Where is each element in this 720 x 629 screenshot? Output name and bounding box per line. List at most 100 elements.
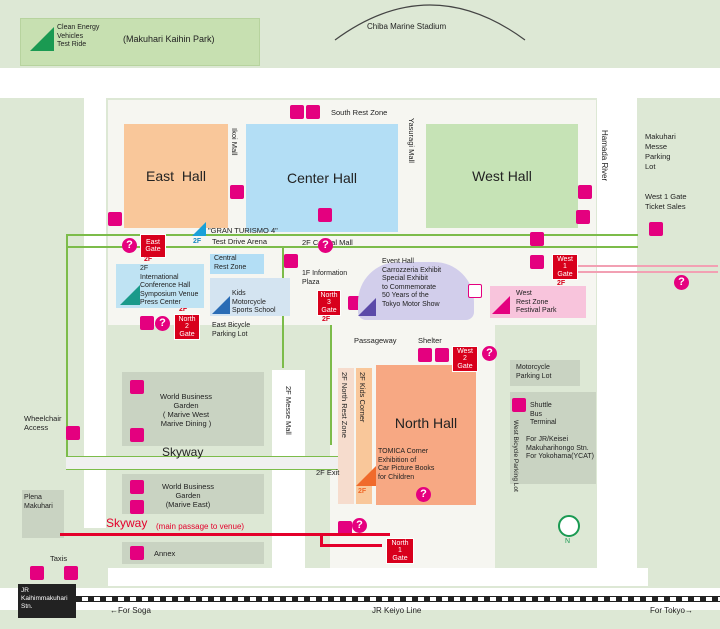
- info-icon[interactable]: ?: [122, 238, 137, 253]
- north3-gate[interactable]: North 3 Gate: [317, 290, 341, 316]
- wheelchair-label: Wheelchair Access: [24, 414, 62, 432]
- bottom-road: [108, 568, 648, 586]
- annex-label: Annex: [154, 549, 176, 558]
- restroom-icon[interactable]: [576, 210, 590, 224]
- taxis-label: Taxis: [50, 554, 68, 563]
- restroom-icon[interactable]: [649, 222, 663, 236]
- shop-icon[interactable]: [130, 500, 144, 514]
- central-mall-line: [66, 246, 638, 248]
- restroom-icon[interactable]: [140, 316, 154, 330]
- shelter-label: Shelter: [418, 336, 442, 345]
- center-hall-label: Center Hall: [286, 170, 358, 186]
- south-rest-label: South Rest Zone: [331, 108, 388, 117]
- moto-parking-area: [510, 360, 580, 386]
- north2-gate[interactable]: North 2 Gate: [174, 314, 200, 340]
- restroom-icon[interactable]: [64, 566, 78, 580]
- cafe-icon[interactable]: [306, 105, 320, 119]
- west1-gate[interactable]: West 1 Gate: [552, 254, 578, 280]
- clean-energy-icon: [30, 27, 54, 51]
- test-drive-label: Test Drive Arena: [212, 237, 268, 246]
- north-hall-label: North Hall: [394, 415, 458, 431]
- messe-parking-label: Makuhari Messe Parking Lot: [645, 132, 676, 171]
- stadium-arc: [334, 4, 526, 41]
- info-icon[interactable]: ?: [416, 487, 431, 502]
- plena-label: Plena Makuhari: [24, 494, 53, 510]
- kids-moto-label: Kids Motorcycle Sports School: [232, 290, 276, 314]
- kids-corner-label: 2F Kids Corner: [358, 372, 367, 423]
- skyway-label: Skyway: [162, 445, 204, 459]
- main-route: [320, 544, 382, 547]
- intl-conf-label: 2F International Conference Hall Symposi…: [140, 265, 199, 306]
- info-icon[interactable]: ?: [155, 316, 170, 331]
- north-rest-label: 2F North Rest Zone: [340, 372, 349, 438]
- west2-gate[interactable]: West 2 Gate: [452, 346, 478, 372]
- restroom-icon[interactable]: [318, 208, 332, 222]
- restroom-icon[interactable]: [284, 254, 298, 268]
- floor-2f: 2F: [144, 256, 153, 263]
- right-road: [597, 68, 637, 568]
- stadium-label: Chiba Marine Stadium: [367, 22, 447, 31]
- floor-2f: 2F: [179, 306, 188, 313]
- restaurant-icon[interactable]: [130, 480, 144, 494]
- central-rest-label: Central Rest Zone: [214, 255, 247, 271]
- info-icon[interactable]: ?: [674, 275, 689, 290]
- west-link-line: [578, 265, 718, 267]
- cafe-icon[interactable]: [468, 284, 482, 298]
- jr-station[interactable]: [18, 584, 76, 618]
- restroom-icon[interactable]: [578, 185, 592, 199]
- bus-icon[interactable]: [512, 398, 526, 412]
- restaurant-icon[interactable]: [130, 380, 144, 394]
- ikoi-mall-label: Ikoi Mall: [230, 128, 239, 156]
- info-icon[interactable]: ?: [352, 518, 367, 533]
- west-rest-label: West Rest Zone Festival Park: [516, 290, 557, 314]
- east-gate[interactable]: East Gate: [140, 234, 166, 258]
- taxi-icon[interactable]: [30, 566, 44, 580]
- info-icon[interactable]: ?: [318, 238, 333, 253]
- wbg-west-area: [122, 372, 264, 446]
- plena-area: [22, 490, 64, 538]
- event-hall-area[interactable]: [358, 262, 474, 320]
- north1-gate[interactable]: North 1 Gate: [386, 538, 414, 564]
- floor-2f: 2F: [358, 488, 367, 495]
- kaihin-park-label: (Makuhari Kaihin Park): [123, 34, 215, 44]
- left-road: [84, 68, 106, 528]
- restroom-icon[interactable]: [435, 348, 449, 362]
- gran-turismo-label: "GRAN TURISMO 4": [208, 226, 278, 235]
- compass: [558, 515, 580, 537]
- restroom-icon[interactable]: [530, 232, 544, 246]
- left-link-line: [66, 234, 68, 464]
- annex-area: [122, 542, 264, 564]
- restroom-icon[interactable]: [108, 212, 122, 226]
- floor-2f: 2F: [322, 316, 331, 323]
- west-hall-label: West Hall: [472, 168, 532, 184]
- restroom-icon[interactable]: [530, 255, 544, 269]
- wbg-west-label: World Business Garden ( Marive West Mari…: [160, 392, 212, 428]
- railway: [76, 596, 720, 602]
- wbg-east-area: [122, 474, 264, 514]
- wheelchair-icon[interactable]: [66, 426, 80, 440]
- central-rest-area: [210, 254, 264, 274]
- floor-2f: 2F: [557, 280, 566, 287]
- exit-2f-label: 2F Exit: [316, 468, 340, 477]
- west-hall[interactable]: West Hall: [426, 124, 578, 228]
- north-hall[interactable]: North Hall: [376, 365, 476, 505]
- east-hall[interactable]: East Hall: [124, 124, 228, 228]
- flag-icon: [212, 296, 230, 314]
- for-tokyo-label: For Tokyo→: [650, 606, 693, 615]
- flag-icon: [358, 298, 376, 316]
- flag-icon: [192, 222, 206, 236]
- restroom-icon[interactable]: [230, 185, 244, 199]
- west-link-line: [578, 271, 718, 273]
- info-icon[interactable]: ?: [482, 346, 497, 361]
- skyway-main-label: Skyway: [106, 516, 148, 530]
- shop-icon[interactable]: [130, 546, 144, 560]
- restroom-icon[interactable]: [418, 348, 432, 362]
- passageway-label: Passageway: [354, 336, 397, 345]
- messe-mall-road: [272, 370, 305, 570]
- shop-icon[interactable]: [130, 428, 144, 442]
- restroom-icon[interactable]: [290, 105, 304, 119]
- north-rest-area: [338, 368, 354, 504]
- restroom-icon[interactable]: [338, 521, 352, 535]
- info-plaza-label: 1F Information Plaza: [302, 270, 348, 286]
- skyway-main-sub-label: (main passage to venue): [156, 522, 245, 531]
